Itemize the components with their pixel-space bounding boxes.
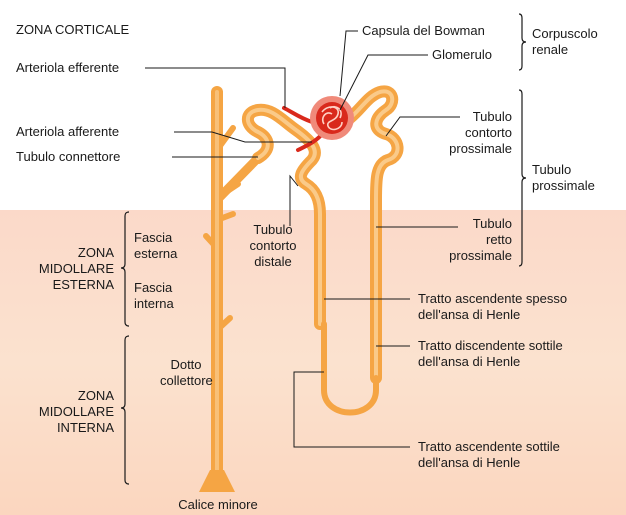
bowman-capsule-label: Capsula del Bowman — [362, 23, 485, 38]
outer-stripe-line-1: Fascia — [134, 230, 173, 245]
afferent-arteriole-label: Arteriola afferente — [16, 124, 120, 139]
proximal-convoluted-line-1: Tubulo — [472, 109, 512, 124]
zone-inner-medulla-line-1: ZONA — [77, 388, 114, 403]
zone-outer-medulla-line-3: ESTERNA — [52, 277, 114, 292]
zone-inner-medulla-label: ZONA MIDOLLARE INTERNA — [20, 388, 114, 436]
thin-descending-label: Tratto discendente sottile dell'ansa di … — [418, 338, 563, 370]
distal-convoluted-tubule-label: Tubulo contorto distale — [238, 222, 308, 270]
zone-outer-medulla-label: ZONA MIDOLLARE ESTERNA — [20, 245, 114, 293]
collecting-duct-line-1: Dotto — [170, 357, 202, 372]
proximal-convoluted-line-2: contorto — [465, 125, 512, 140]
zone-outer-medulla-line-2: MIDOLLARE — [38, 261, 114, 276]
zone-inner-medulla-line-2: MIDOLLARE — [38, 404, 114, 419]
thick-ascending-line-1: Tratto ascendente spesso — [418, 291, 568, 306]
outer-stripe-line-2: esterna — [134, 246, 178, 261]
braces — [120, 13, 527, 485]
proximal-straight-line-1: Tubulo — [472, 216, 512, 231]
distal-convoluted-line-1: Tubulo — [253, 222, 293, 237]
proximal-straight-line-3: prossimale — [449, 248, 512, 263]
proximal-tubule-label: Tubulo prossimale — [532, 162, 595, 194]
collecting-duct-label: Dotto collettore — [160, 357, 213, 389]
thick-ascending-line-2: dell'ansa di Henle — [418, 307, 521, 322]
proximal-convoluted-line-3: prossimale — [449, 141, 512, 156]
thin-ascending-label: Tratto ascendente sottile dell'ansa di H… — [418, 439, 560, 471]
thick-ascending-label: Tratto ascendente spesso dell'ansa di He… — [418, 291, 567, 323]
zone-cortex-label: ZONA CORTICALE — [16, 22, 130, 37]
zone-inner-medulla-line-3: INTERNA — [56, 420, 114, 435]
leader-lines — [145, 30, 460, 448]
efferent-arteriole-label: Arteriola efferente — [16, 60, 120, 75]
renal-corpuscle-line-2: renale — [532, 42, 569, 57]
thin-descending-line-2: dell'ansa di Henle — [418, 354, 521, 369]
distal-convoluted-line-3: distale — [254, 254, 292, 269]
thin-descending-line-1: Tratto discendente sottile — [418, 338, 563, 353]
proximal-straight-line-2: retto — [485, 232, 512, 247]
renal-corpuscle-line-1: Corpuscolo — [532, 26, 598, 41]
minor-calyx — [199, 470, 235, 492]
proximal-tubule-line-2: prossimale — [532, 178, 595, 193]
inner-stripe-line-1: Fascia — [134, 280, 173, 295]
collecting-duct-line-2: collettore — [160, 373, 213, 388]
connecting-tubule-label: Tubulo connettore — [16, 149, 121, 164]
renal-corpuscle-label: Corpuscolo renale — [532, 26, 598, 58]
renal-corpuscle — [310, 96, 354, 140]
proximal-straight-tubule-label: Tubulo retto prossimale — [420, 216, 512, 264]
proximal-tubule-line-1: Tubulo — [532, 162, 572, 177]
inner-stripe-line-2: interna — [134, 296, 174, 311]
distal-convoluted-line-2: contorto — [249, 238, 297, 253]
outer-stripe-label: Fascia esterna — [134, 230, 177, 262]
thin-ascending-line-1: Tratto ascendente sottile — [418, 439, 560, 454]
zone-outer-medulla-line-1: ZONA — [77, 245, 114, 260]
minor-calyx-label: Calice minore — [178, 497, 258, 512]
inner-stripe-label: Fascia interna — [134, 280, 174, 312]
nephron-tubule — [241, 85, 404, 416]
thin-ascending-line-2: dell'ansa di Henle — [418, 455, 521, 470]
proximal-convoluted-tubule-label: Tubulo contorto prossimale — [420, 109, 512, 157]
glomerulus-label: Glomerulo — [432, 47, 492, 62]
